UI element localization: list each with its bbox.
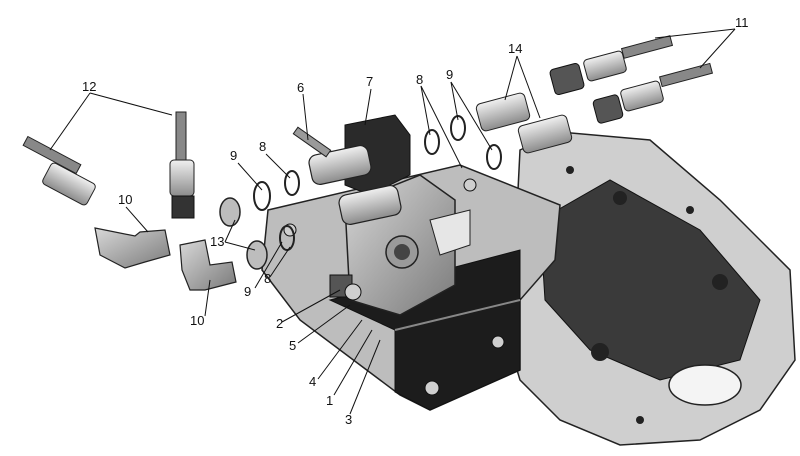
callout-label: 4 bbox=[309, 374, 317, 389]
callout-label: 10 bbox=[190, 313, 205, 328]
callout-label: 8 bbox=[264, 271, 272, 286]
callout-label: 9 bbox=[244, 284, 252, 299]
mounting-bracket bbox=[504, 131, 796, 446]
callout-label: 13 bbox=[210, 234, 225, 249]
adapter bbox=[475, 92, 573, 154]
callout-label: 8 bbox=[416, 72, 424, 87]
callout-label: 7 bbox=[366, 74, 374, 89]
callout-label: 9 bbox=[446, 67, 454, 82]
callout-label: 8 bbox=[259, 139, 267, 154]
washers-and-rings bbox=[219, 115, 502, 270]
callout-label: 14 bbox=[508, 41, 523, 56]
elbow-fitting bbox=[94, 227, 237, 291]
valve-body bbox=[308, 114, 471, 316]
callout-label: 2 bbox=[276, 316, 284, 331]
screw bbox=[292, 126, 332, 158]
callout-label: 3 bbox=[345, 412, 353, 427]
callout-label: 5 bbox=[289, 338, 297, 353]
callout-label: 10 bbox=[118, 192, 133, 207]
callout-label: 12 bbox=[82, 79, 97, 94]
callout-label: 9 bbox=[230, 148, 238, 163]
fitting bbox=[549, 35, 714, 124]
callout-label: 6 bbox=[297, 80, 305, 95]
fitting bbox=[22, 111, 195, 219]
leader-lines bbox=[49, 28, 736, 415]
callout-label: 11 bbox=[735, 15, 749, 30]
callout-label: 1 bbox=[326, 393, 334, 408]
